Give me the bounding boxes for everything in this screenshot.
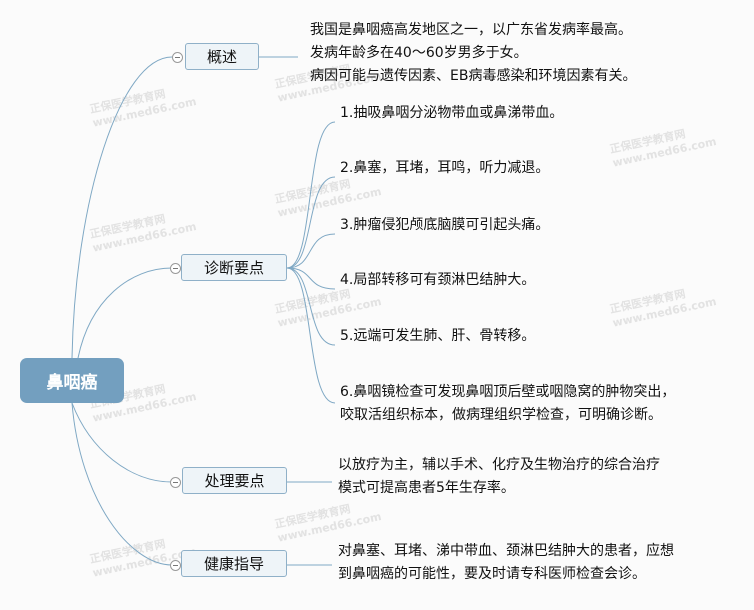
leaf-line: 模式可提高患者5年生存率。 [338, 480, 515, 496]
leaf-diagnosis-3[interactable]: 3.肿瘤侵犯颅底脑膜可引起头痛。 [340, 217, 550, 233]
leaf-line: 我国是鼻咽癌高发地区之一，以广东省发病率最高。 [310, 22, 632, 38]
branch-overview[interactable]: 概述 [185, 43, 259, 70]
leaf-diagnosis-5[interactable]: 5.远端可发生肺、肝、骨转移。 [340, 328, 536, 344]
leaf-line: 到鼻咽癌的可能性，要及时请专科医师检查会诊。 [338, 566, 646, 582]
root-node[interactable]: 鼻咽癌 [20, 358, 124, 403]
branch-health-guidance[interactable]: 健康指导 [181, 550, 287, 577]
leaf-line: 以放疗为主，辅以手术、化疗及生物治疗的综合治疗 [338, 457, 660, 473]
collapse-toggle-icon[interactable] [170, 477, 181, 488]
leaf-overview[interactable]: 我国是鼻咽癌高发地区之一，以广东省发病率最高。 发病年龄多在40～60岁男多于女… [310, 19, 636, 88]
leaf-diagnosis-6[interactable]: 6.鼻咽镜检查可发现鼻咽顶后壁或咽隐窝的肿物突出， 咬取活组织标本，做病理组织学… [340, 381, 675, 427]
collapse-toggle-icon[interactable] [170, 263, 181, 274]
leaf-line: 对鼻塞、耳堵、涕中带血、颈淋巴结肿大的患者，应想 [338, 543, 674, 559]
leaf-diagnosis-4[interactable]: 4.局部转移可有颈淋巴结肿大。 [340, 272, 536, 288]
leaf-diagnosis-1[interactable]: 1.抽吸鼻咽分泌物带血或鼻涕带血。 [340, 105, 564, 121]
collapse-toggle-icon[interactable] [170, 560, 181, 571]
leaf-health-guidance[interactable]: 对鼻塞、耳堵、涕中带血、颈淋巴结肿大的患者，应想 到鼻咽癌的可能性，要及时请专科… [338, 540, 674, 586]
leaf-diagnosis-2[interactable]: 2.鼻塞，耳堵，耳鸣，听力减退。 [340, 160, 550, 176]
leaf-line: 发病年龄多在40～60岁男多于女。 [310, 45, 528, 61]
branch-diagnosis[interactable]: 诊断要点 [181, 254, 287, 281]
collapse-toggle-icon[interactable] [172, 52, 183, 63]
leaf-line: 病因可能与遗传因素、EB病毒感染和环境因素有关。 [310, 68, 637, 84]
leaf-line: 咬取活组织标本，做病理组织学检查，可明确诊断。 [340, 407, 662, 423]
leaf-treatment[interactable]: 以放疗为主，辅以手术、化疗及生物治疗的综合治疗 模式可提高患者5年生存率。 [338, 454, 660, 500]
branch-treatment[interactable]: 处理要点 [182, 467, 287, 494]
leaf-line: 6.鼻咽镜检查可发现鼻咽顶后壁或咽隐窝的肿物突出， [340, 384, 676, 400]
